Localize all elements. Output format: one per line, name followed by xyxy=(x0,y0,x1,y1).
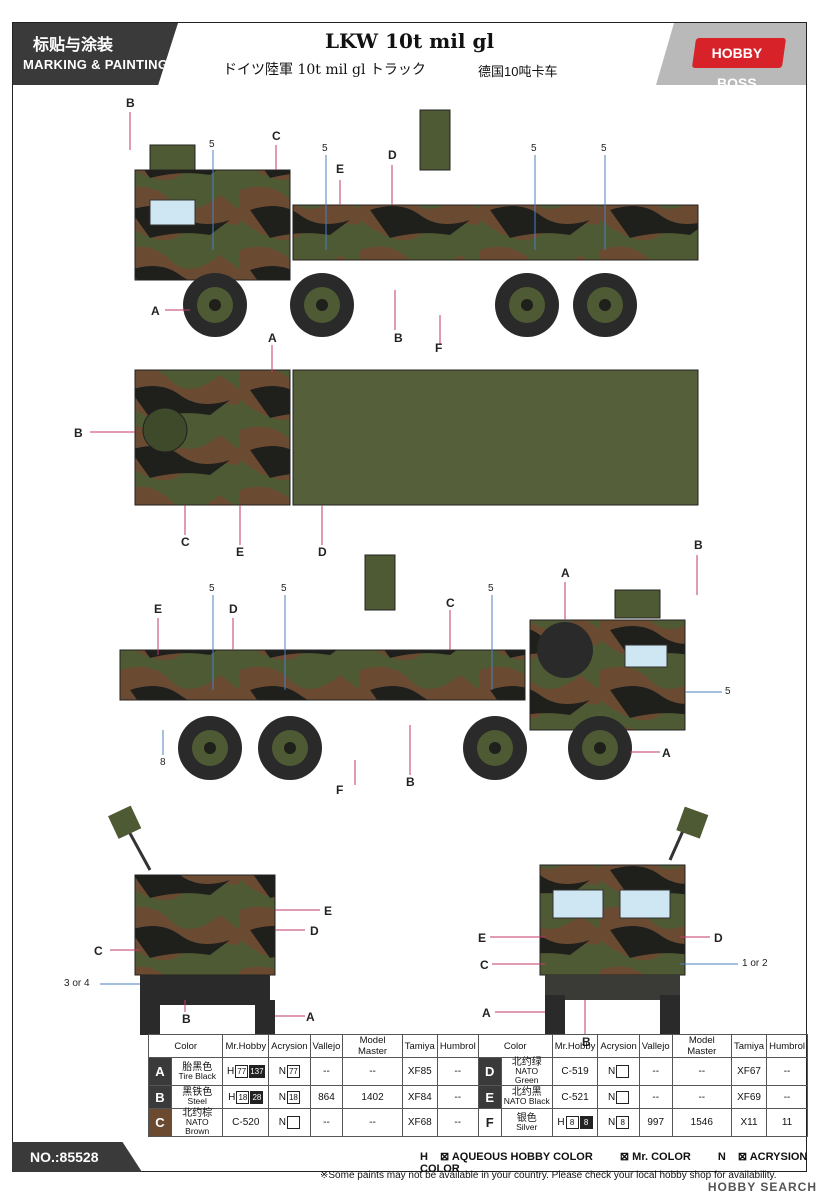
legend-acrysion: N⊠ ACRYSION COLOR xyxy=(420,1151,808,1175)
label-f-1: F xyxy=(435,341,443,355)
label-d-5: D xyxy=(714,931,723,945)
header-left-band: 标贴与涂装 MARKING & PAINTING xyxy=(13,23,178,85)
label-d-3: D xyxy=(229,602,238,616)
paint-legend: H⊠ AQUEOUS HOBBY COLOR ⊠ Mr. COLOR N⊠ AC… xyxy=(420,1150,827,1175)
label-e-4: E xyxy=(324,904,333,918)
product-number: NO.:85528 xyxy=(30,1149,99,1165)
label-c-2: C xyxy=(181,535,190,549)
label-c-1: C xyxy=(272,129,281,143)
label-5-3: 5 xyxy=(531,143,537,154)
label-5-4: 5 xyxy=(601,143,607,154)
label-a-5: A xyxy=(306,1010,315,1024)
label-f-2: F xyxy=(336,783,344,797)
paint-color-table: Color Mr.Hobby Acrysion Vallejo Model Ma… xyxy=(147,1034,808,1137)
label-b-2: B xyxy=(394,331,403,345)
model-title: LKW 10t mil gl xyxy=(324,29,495,53)
label-c-4: C xyxy=(94,944,103,958)
table-header-row: Color Mr.Hobby Acrysion Vallejo Model Ma… xyxy=(147,1034,808,1058)
label-a-6: A xyxy=(482,1006,491,1020)
label-a-2: A xyxy=(268,331,277,345)
marking-title-en: MARKING & PAINTING xyxy=(23,57,169,72)
marking-title-cn: 标贴与涂装 xyxy=(33,37,114,54)
label-a-4: A xyxy=(662,746,671,760)
label-d-2: D xyxy=(318,545,327,559)
label-5-6: 5 xyxy=(281,583,287,594)
label-b-1: B xyxy=(126,96,135,110)
availability-note: ※Some paints may not be available in you… xyxy=(320,1170,777,1181)
label-e-5: E xyxy=(478,931,487,945)
label-a-3: A xyxy=(561,566,570,580)
label-e-3: E xyxy=(154,602,163,616)
label-c-3: C xyxy=(446,596,455,610)
label-d-4: D xyxy=(310,924,319,938)
instruction-sheet: 标贴与涂装 MARKING & PAINTING LKW 10t mil gl … xyxy=(12,22,807,1172)
label-5-7: 5 xyxy=(488,583,494,594)
subtitle-jp: ドイツ陸軍 10t mil gl トラック xyxy=(223,62,426,78)
label-b-5: B xyxy=(406,775,415,789)
label-d-1: D xyxy=(388,148,397,162)
watermark: HOBBY SEARCH xyxy=(707,1180,817,1194)
brand-logo: HOBBY BOSS xyxy=(691,38,787,85)
label-5-2: 5 xyxy=(322,143,328,154)
legend-mr-color: ⊠ Mr. COLOR xyxy=(619,1151,691,1163)
label-1or2: 1 or 2 xyxy=(742,958,768,969)
label-a-1: A xyxy=(151,304,160,318)
label-b-3: B xyxy=(74,426,83,440)
label-5-8: 5 xyxy=(725,686,731,697)
product-number-band: NO.:85528 xyxy=(12,1142,142,1172)
label-8: 8 xyxy=(160,757,166,768)
label-c-5: C xyxy=(480,958,489,972)
label-e-1: E xyxy=(336,162,345,176)
legend-aqueous: H⊠ AQUEOUS HOBBY COLOR xyxy=(420,1151,593,1163)
label-3or4: 3 or 4 xyxy=(64,978,90,989)
label-5-5: 5 xyxy=(209,583,215,594)
label-5-1: 5 xyxy=(209,139,215,150)
label-e-2: E xyxy=(236,545,245,559)
subtitle-cn: 德国10吨卡车 xyxy=(478,64,558,79)
label-b-4: B xyxy=(694,538,703,552)
label-b-6: B xyxy=(182,1012,191,1026)
header-right-band: HOBBY BOSS xyxy=(656,23,806,85)
